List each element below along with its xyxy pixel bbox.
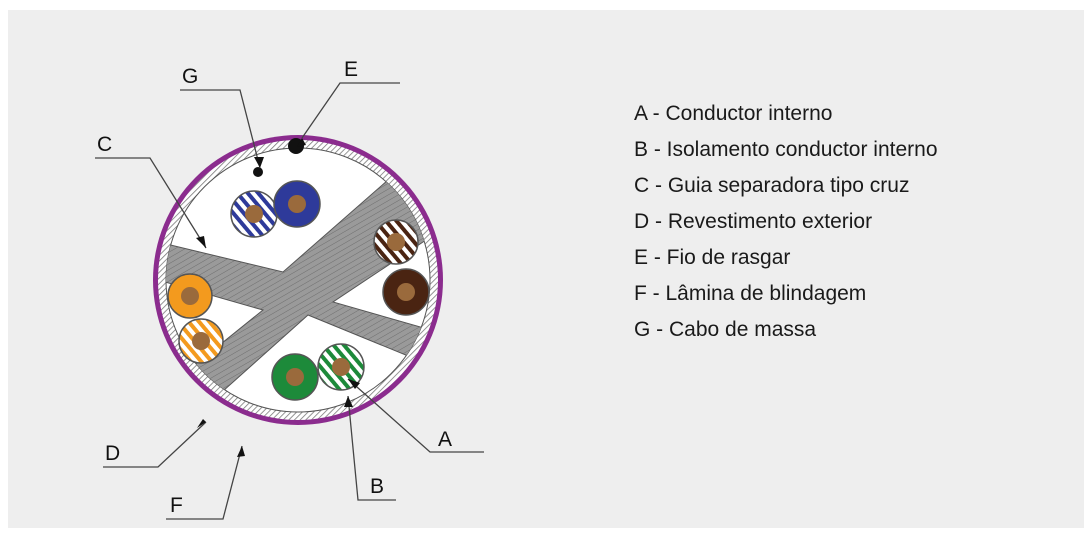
leader-line-b — [347, 395, 396, 501]
legend-item-c: C - Guia separadora tipo cruz — [634, 174, 910, 197]
arrowhead-e — [297, 138, 306, 147]
arrowhead-c — [196, 236, 206, 248]
callout-f: F — [170, 494, 183, 517]
copper-conductor — [332, 358, 350, 376]
leader-line-e — [301, 82, 400, 139]
callout-b: B — [370, 475, 384, 498]
copper-conductor — [288, 195, 306, 213]
arrowhead-b — [344, 396, 353, 407]
callout-c: C — [97, 133, 112, 156]
arrowhead-g — [254, 157, 264, 168]
legend-item-d: D - Revestimento exterior — [634, 210, 873, 233]
callout-d: D — [105, 442, 120, 465]
legend: A - Conductor interno B - Isolamento con… — [634, 98, 938, 350]
leader-line-f — [166, 445, 243, 520]
leader-line-c — [95, 157, 207, 249]
legend-item-g: G - Cabo de massa — [634, 318, 817, 341]
arrowhead-f — [237, 446, 245, 457]
diagram-panel: G E C D F A B A - Conductor interno B - … — [8, 10, 1084, 528]
copper-conductor — [397, 283, 415, 301]
legend-item-e: E - Fio de rasgar — [634, 246, 791, 269]
leader-line-a — [347, 378, 484, 453]
copper-conductor — [286, 368, 304, 386]
arrowhead-a — [348, 379, 360, 389]
callout-a: A — [438, 428, 452, 451]
copper-conductor — [181, 287, 199, 305]
cable-cross-section-diagram: G E C D F A B — [95, 58, 484, 520]
legend-item-f: F - Lâmina de blindagem — [634, 282, 867, 305]
legend-item-a: A - Conductor interno — [634, 102, 833, 125]
drain-wire — [253, 167, 263, 177]
copper-conductor — [387, 233, 405, 251]
leader-line-d — [103, 421, 207, 468]
copper-conductor — [245, 205, 263, 223]
arrowhead-d — [197, 419, 206, 428]
callout-e: E — [344, 58, 358, 81]
leader-line-g — [180, 89, 261, 169]
copper-conductor — [192, 332, 210, 350]
legend-item-b: B - Isolamento conductor interno — [634, 138, 938, 161]
callout-g: G — [182, 65, 198, 88]
